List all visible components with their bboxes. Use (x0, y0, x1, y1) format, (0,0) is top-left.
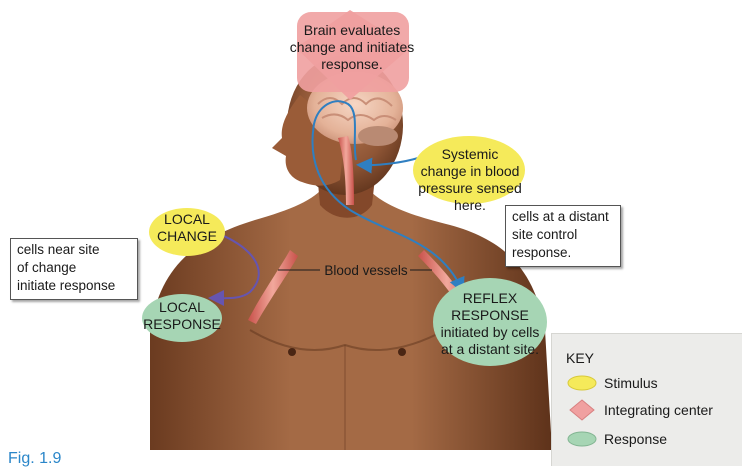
blood-vessels-label: Blood vessels (324, 263, 408, 278)
local-change-line-2: CHANGE (157, 228, 217, 244)
local-response-text: LOCAL RESPONSE (136, 299, 228, 333)
reflex-line-1: REFLEX (462, 290, 518, 306)
near-site-line-1: cells near site (17, 242, 100, 257)
systemic-line-2: change in blood (420, 163, 520, 179)
near-site-line-2: of change (17, 260, 77, 275)
figure-label: Fig. 1.9 (8, 450, 62, 467)
integrating-diamond-icon (566, 399, 598, 421)
local-change-line-1: LOCAL (164, 211, 210, 227)
local-response-oval (142, 294, 222, 342)
distant-site-callout: cells at a distant site control response… (505, 205, 621, 267)
stimulus-oval-icon (566, 374, 598, 392)
distant-site-line-1: cells at a distant (512, 209, 609, 224)
key-label-stimulus: Stimulus (604, 375, 658, 391)
key-label-response: Response (604, 431, 668, 447)
key-item-integrating: Integrating center (566, 399, 713, 421)
carotid-artery (338, 136, 354, 205)
key-item-response: Response (566, 430, 667, 448)
local-arrow (208, 231, 260, 307)
torso (150, 185, 552, 450)
integrating-line-3: response. (321, 56, 383, 72)
key-title: KEY (566, 350, 595, 366)
near-site-line-3: initiate response (17, 278, 116, 293)
brain-loop-arrow (311, 100, 465, 294)
systemic-stimulus-text: Systemic change in blood pressure sensed… (405, 146, 535, 214)
integrating-line-2: change and initiates (289, 39, 415, 55)
systemic-line-4: here. (454, 197, 486, 213)
integrating-center-text: Brain evaluates change and initiates res… (272, 22, 432, 73)
local-change-text: LOCAL CHANGE (147, 211, 227, 245)
legend-key: KEY Stimulus Integrating center Response (551, 333, 742, 466)
reflex-line-4: at a distant site. (440, 341, 540, 357)
reflex-line-3: initiated by cells (440, 324, 540, 340)
local-response-line-1: LOCAL (159, 299, 205, 315)
distant-site-line-2: site control (512, 227, 578, 242)
reflex-response-oval (433, 278, 547, 366)
systemic-line-3: pressure sensed (418, 180, 522, 196)
systemic-stimulus-oval (413, 136, 525, 204)
local-stimulus-oval (149, 208, 225, 256)
key-label-integrating: Integrating center (604, 402, 713, 418)
vessel-left (248, 250, 298, 324)
systemic-line-1: Systemic (441, 146, 499, 162)
local-response-line-2: RESPONSE (143, 316, 221, 332)
afferent-arrow (356, 157, 419, 174)
reflex-line-2: RESPONSE (451, 307, 529, 323)
response-oval-icon (566, 430, 598, 448)
key-item-stimulus: Stimulus (566, 374, 658, 392)
near-site-callout: cells near site of change initiate respo… (10, 238, 138, 300)
reflex-response-text: REFLEX RESPONSE initiated by cells at a … (428, 290, 552, 358)
distant-site-line-3: response. (512, 245, 572, 260)
integrating-line-1: Brain evaluates (303, 22, 401, 38)
